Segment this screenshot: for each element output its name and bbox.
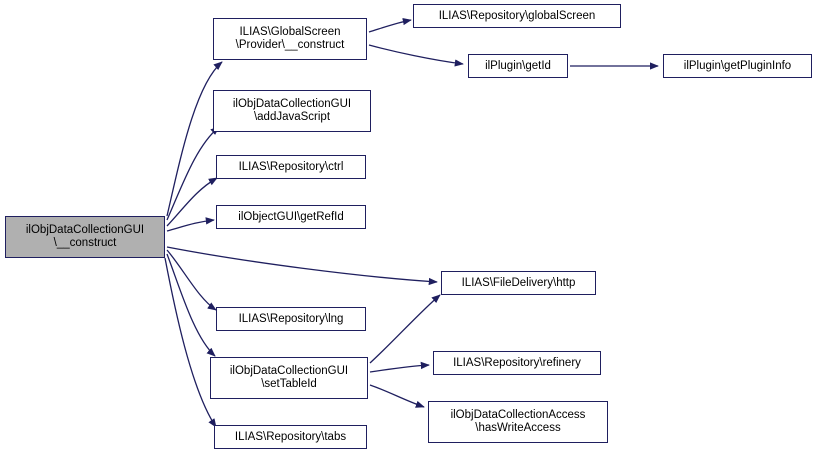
node-ilobjdatacollectiongui-addjavascript[interactable]: ilObjDataCollectionGUI \addJavaScript bbox=[213, 90, 371, 132]
edge-globalscreen-globalscreenfn bbox=[368, 18, 412, 33]
node-ilobjectgui-getrefid[interactable]: ilObjectGUI\getRefId bbox=[216, 205, 366, 229]
node-label: ILIAS\Repository\lng bbox=[238, 312, 344, 325]
node-ilplugin-getid[interactable]: ilPlugin\getId bbox=[468, 54, 568, 78]
node-ilias-repository-lng[interactable]: ILIAS\Repository\lng bbox=[216, 307, 366, 331]
node-ilias-repository-refinery[interactable]: ILIAS\Repository\refinery bbox=[433, 351, 601, 375]
node-label: ilObjDataCollectionGUI \addJavaScript bbox=[232, 98, 352, 123]
node-ilias-globalscreen-provider-construct[interactable]: ILIAS\GlobalScreen \Provider\__construct bbox=[213, 18, 367, 60]
edge-root-globalscreen bbox=[166, 61, 223, 217]
node-ilobjdatacollectiongui-construct[interactable]: ilObjDataCollectionGUI \__construct bbox=[5, 216, 165, 258]
edge-root-ctrl bbox=[166, 177, 218, 227]
node-label: ilObjDataCollectionGUI \setTableId bbox=[229, 365, 349, 390]
node-ilplugin-getplugininfo[interactable]: ilPlugin\getPluginInfo bbox=[663, 54, 812, 78]
node-label: ILIAS\Repository\globalScreen bbox=[438, 9, 596, 22]
node-label: ilPlugin\getPluginInfo bbox=[683, 59, 792, 72]
edge-settableid-refinery bbox=[369, 361, 430, 373]
node-label: ILIAS\Repository\ctrl bbox=[238, 160, 344, 173]
node-ilias-filedelivery-http[interactable]: ILIAS\FileDelivery\http bbox=[441, 271, 596, 295]
node-label: ilPlugin\getId bbox=[485, 59, 551, 72]
edge-root-tabs bbox=[164, 257, 217, 428]
edge-settableid-haswriteaccess bbox=[369, 384, 425, 408]
edge-root-http bbox=[166, 246, 438, 286]
edge-root-lng bbox=[166, 249, 217, 311]
edge-settableid-http bbox=[369, 294, 441, 364]
edge-root-settableid bbox=[166, 253, 216, 357]
edge-root-getrefid bbox=[166, 217, 215, 232]
node-label: ILIAS\GlobalScreen \Provider\__construct bbox=[235, 26, 345, 51]
node-label: ILIAS\Repository\tabs bbox=[234, 430, 347, 443]
node-label: ILIAS\Repository\refinery bbox=[453, 356, 581, 369]
node-label: ILIAS\FileDelivery\http bbox=[461, 276, 576, 289]
node-ilobjdatacollectionaccess-haswriteaccess[interactable]: ilObjDataCollectionAccess \hasWriteAcces… bbox=[428, 401, 608, 443]
node-ilias-repository-tabs[interactable]: ILIAS\Repository\tabs bbox=[214, 425, 367, 449]
node-label: ilObjectGUI\getRefId bbox=[238, 210, 344, 223]
node-ilobjdatacollectiongui-settableid[interactable]: ilObjDataCollectionGUI \setTableId bbox=[210, 357, 368, 399]
node-label: ilObjDataCollectionGUI \__construct bbox=[25, 224, 145, 249]
edge-root-addjavascript bbox=[166, 126, 220, 221]
node-ilias-repository-globalscreen[interactable]: ILIAS\Repository\globalScreen bbox=[413, 4, 621, 28]
node-label: ilObjDataCollectionAccess \hasWriteAcces… bbox=[450, 409, 586, 434]
node-ilias-repository-ctrl[interactable]: ILIAS\Repository\ctrl bbox=[216, 155, 366, 179]
edge-globalscreen-getid bbox=[368, 44, 464, 67]
